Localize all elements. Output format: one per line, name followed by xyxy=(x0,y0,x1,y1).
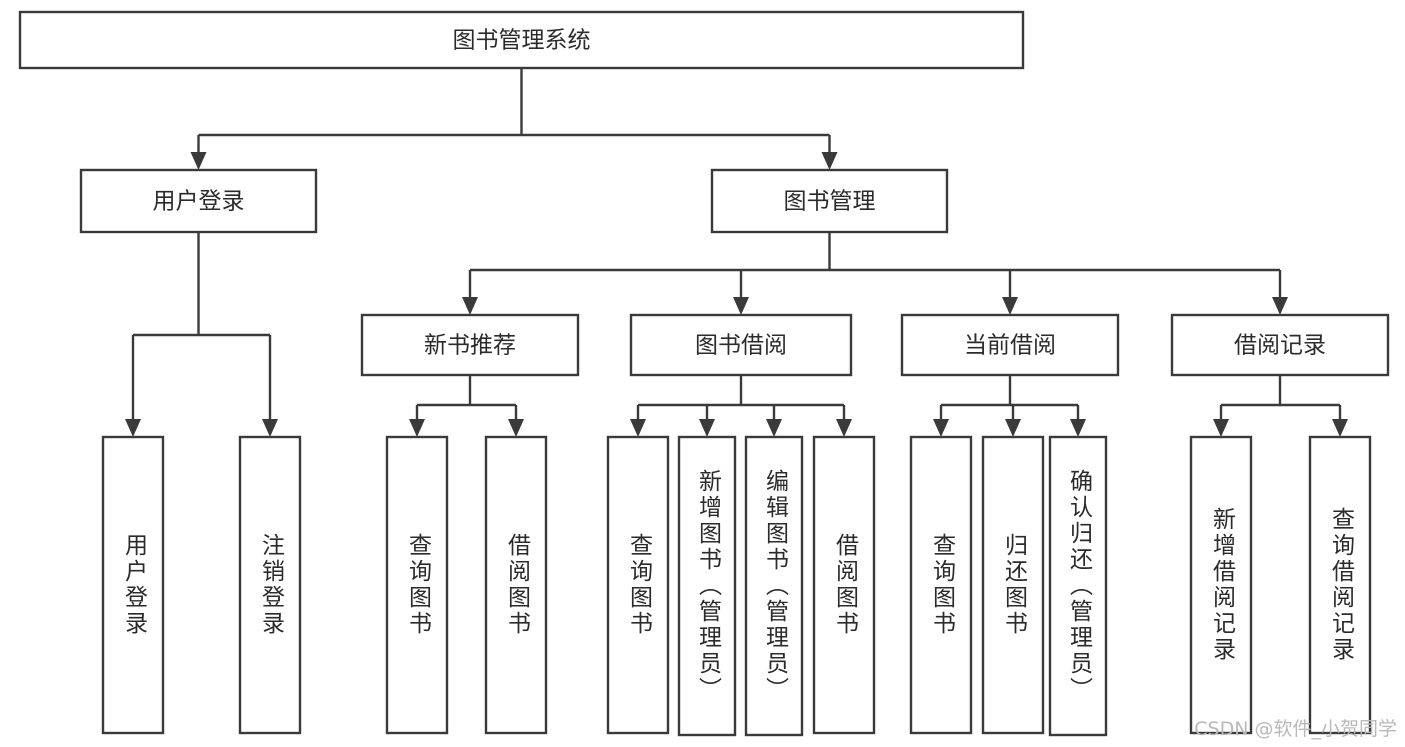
arrow-book-mgmt-to-new-book xyxy=(462,297,478,315)
arrow-user-login-leaf-1 xyxy=(125,419,141,437)
node-leaf-add-borrow-record-label: 新增借阅记录 xyxy=(1209,507,1237,663)
node-book-borrow-label: 图书借阅 xyxy=(695,333,787,359)
node-leaf-confirm-return-admin-box xyxy=(1048,435,1108,737)
node-borrow-records[interactable]: 借阅记录 xyxy=(1170,313,1390,377)
node-leaf-query-borrow-record-label: 查询借阅记录 xyxy=(1328,507,1356,663)
node-leaf-user-login-box xyxy=(101,435,165,735)
node-leaf-user-login-label: 用户登录 xyxy=(121,533,149,637)
arrow-root-to-user-login xyxy=(190,152,207,170)
node-leaf-borrow-book-new-label: 借阅图书 xyxy=(504,533,532,637)
node-leaf-borrow-book-label: 借阅图书 xyxy=(832,533,860,637)
node-leaf-edit-book-admin-box xyxy=(744,435,804,737)
node-new-book-recommend-label: 新书推荐 xyxy=(424,333,516,359)
node-leaf-add-borrow-record-box xyxy=(1189,435,1253,735)
node-book-management[interactable]: 图书管理 xyxy=(710,168,949,234)
arrow-records-leaf-1 xyxy=(1213,419,1229,437)
node-leaf-user-login[interactable]: 用户登录 xyxy=(101,435,165,735)
arrow-current-leaf-3 xyxy=(1070,419,1086,437)
node-leaf-logout-label: 注销登录 xyxy=(258,533,286,637)
node-borrow-records-label: 借阅记录 xyxy=(1234,333,1326,359)
csdn-watermark: CSDN @软件_小贺同学 xyxy=(1194,718,1397,740)
node-current-borrow[interactable]: 当前借阅 xyxy=(900,313,1120,377)
arrow-borrow-leaf-4 xyxy=(836,419,852,437)
arrow-new-book-leaf-1 xyxy=(409,419,425,437)
node-leaf-query-book-current-box xyxy=(909,435,973,735)
node-leaf-borrow-book-box xyxy=(812,435,876,735)
node-current-borrow-box xyxy=(900,313,1120,377)
node-leaf-add-book-admin-label: 新增图书（管理员） xyxy=(695,469,723,703)
node-root[interactable]: 图书管理系统 xyxy=(18,10,1025,70)
node-current-borrow-label: 当前借阅 xyxy=(964,333,1056,359)
node-new-book-recommend[interactable]: 新书推荐 xyxy=(360,313,580,377)
node-new-book-recommend-box xyxy=(360,313,580,377)
arrow-borrow-leaf-3 xyxy=(766,419,782,437)
arrow-book-mgmt-to-records xyxy=(1272,297,1288,315)
arrow-user-login-leaf-2 xyxy=(262,419,278,437)
connector-layer xyxy=(125,68,1348,437)
node-leaf-edit-book-admin-label: 编辑图书（管理员） xyxy=(762,469,790,703)
node-leaf-borrow-book-new[interactable]: 借阅图书 xyxy=(484,435,548,735)
arrow-current-leaf-1 xyxy=(933,419,949,437)
node-leaf-confirm-return-admin-label: 确认归还（管理员） xyxy=(1066,469,1094,703)
arrow-book-mgmt-to-borrow xyxy=(733,297,749,315)
node-leaf-add-borrow-record[interactable]: 新增借阅记录 xyxy=(1189,435,1253,735)
node-leaf-return-book-label: 归还图书 xyxy=(1001,533,1029,637)
node-root-box xyxy=(18,10,1025,70)
arrow-new-book-leaf-2 xyxy=(508,419,524,437)
node-leaf-return-book-box xyxy=(981,435,1045,735)
node-borrow-records-box xyxy=(1170,313,1390,377)
node-leaf-query-borrow-record-box xyxy=(1308,435,1372,735)
arrow-borrow-leaf-2 xyxy=(699,419,715,437)
node-leaf-confirm-return-admin[interactable]: 确认归还（管理员） xyxy=(1048,435,1108,737)
node-leaf-add-book-admin[interactable]: 新增图书（管理员） xyxy=(677,435,737,737)
node-leaf-borrow-book-new-box xyxy=(484,435,548,735)
node-leaf-query-book-current[interactable]: 查询图书 xyxy=(909,435,973,735)
node-leaf-query-book-new-box xyxy=(385,435,449,735)
node-book-management-box xyxy=(710,168,949,234)
node-leaf-query-borrow-record[interactable]: 查询借阅记录 xyxy=(1308,435,1372,735)
node-leaf-logout-box xyxy=(238,435,302,735)
node-user-login-label: 用户登录 xyxy=(153,189,245,215)
node-leaf-query-book-borrow-label: 查询图书 xyxy=(626,533,654,637)
node-book-borrow[interactable]: 图书借阅 xyxy=(629,313,853,377)
node-leaf-query-book-borrow-box xyxy=(606,435,670,735)
node-leaf-borrow-book[interactable]: 借阅图书 xyxy=(812,435,876,735)
arrow-root-to-book-mgmt xyxy=(821,152,838,170)
node-user-login-box xyxy=(79,168,318,234)
node-leaf-query-book-new[interactable]: 查询图书 xyxy=(385,435,449,735)
node-leaf-logout[interactable]: 注销登录 xyxy=(238,435,302,735)
arrow-borrow-leaf-1 xyxy=(630,419,646,437)
node-leaf-add-book-admin-box xyxy=(677,435,737,737)
arrow-book-mgmt-to-current xyxy=(1002,297,1018,315)
arrow-records-leaf-2 xyxy=(1332,419,1348,437)
node-leaf-return-book[interactable]: 归还图书 xyxy=(981,435,1045,735)
node-leaf-query-book-borrow[interactable]: 查询图书 xyxy=(606,435,670,735)
node-root-label: 图书管理系统 xyxy=(453,28,591,54)
node-leaf-edit-book-admin[interactable]: 编辑图书（管理员） xyxy=(744,435,804,737)
node-book-borrow-box xyxy=(629,313,853,377)
node-book-management-label: 图书管理 xyxy=(784,189,876,215)
node-leaf-query-book-current-label: 查询图书 xyxy=(929,533,957,637)
node-user-login[interactable]: 用户登录 xyxy=(79,168,318,234)
node-leaf-query-book-new-label: 查询图书 xyxy=(405,533,433,637)
arrow-current-leaf-2 xyxy=(1005,419,1021,437)
